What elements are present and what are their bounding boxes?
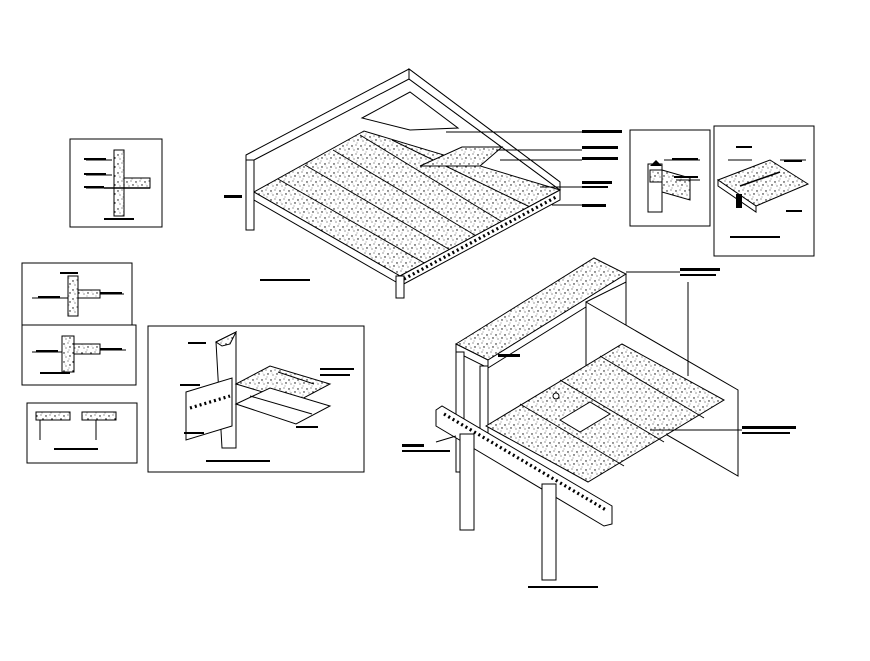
joint-detail-right-1 <box>629 129 711 227</box>
isometric-slab-top <box>224 68 622 299</box>
isometric-detail-middle <box>147 325 365 473</box>
isometric-slab-bottom-right <box>402 257 796 588</box>
joint-detail-right-2 <box>713 125 815 257</box>
section-detail-left-3 <box>21 324 137 386</box>
section-detail-left-4 <box>26 402 138 464</box>
section-detail-left <box>69 138 163 228</box>
section-detail-left-2 <box>21 262 133 326</box>
